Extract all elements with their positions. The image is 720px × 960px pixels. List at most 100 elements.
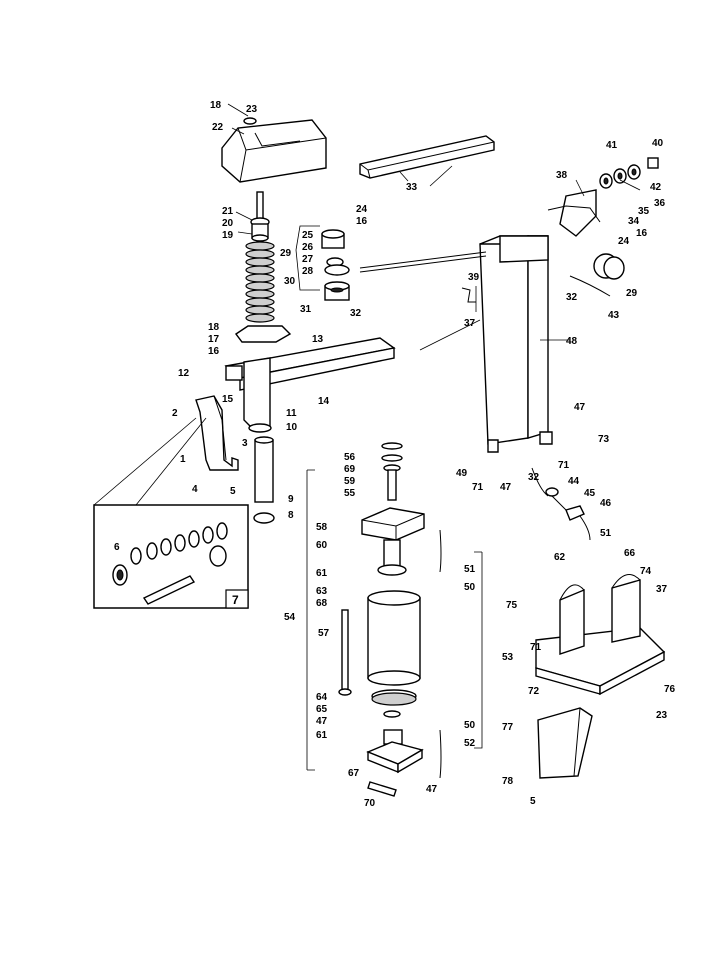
callout-47: 47 — [500, 482, 512, 493]
callout-17: 17 — [208, 334, 220, 345]
callout-37: 37 — [464, 318, 476, 329]
callout-48: 48 — [566, 336, 578, 347]
guard-part — [537, 707, 593, 779]
callout-23: 23 — [246, 104, 258, 115]
callout-16: 16 — [356, 216, 368, 227]
callout-27: 27 — [302, 254, 314, 265]
bolt-part — [367, 781, 397, 797]
callout-28: 28 — [302, 266, 314, 277]
callout-26: 26 — [302, 242, 314, 253]
callout-66: 66 — [624, 548, 636, 559]
callout-57: 57 — [318, 628, 330, 639]
top-right-bracket-part — [547, 189, 601, 237]
callout-9: 9 — [288, 494, 294, 505]
callout-21: 21 — [222, 206, 234, 217]
callout-8: 8 — [288, 510, 294, 521]
callout-38: 38 — [556, 170, 568, 181]
callout-15: 15 — [222, 394, 234, 405]
callout-29: 29 — [626, 288, 638, 299]
callout-71: 71 — [558, 460, 570, 471]
callout-22: 22 — [212, 122, 224, 133]
callout-56: 56 — [344, 452, 356, 463]
lower-shaft-part — [253, 436, 275, 524]
bracket-line-54 — [306, 469, 315, 771]
callout-75: 75 — [506, 600, 518, 611]
callout-50: 50 — [464, 582, 476, 593]
callout-74: 74 — [640, 566, 652, 577]
callout-36: 36 — [654, 198, 666, 209]
callout-43: 43 — [608, 310, 620, 321]
callout-24: 24 — [618, 236, 630, 247]
cable-rod — [359, 251, 487, 269]
hose-upper — [439, 529, 442, 573]
callout-40: 40 — [652, 138, 664, 149]
callout-62: 62 — [554, 552, 566, 563]
callout-3: 3 — [242, 438, 248, 449]
callout-77: 77 — [502, 722, 514, 733]
base-plate-part — [535, 574, 666, 696]
callout-11: 11 — [286, 408, 297, 419]
hook-part — [461, 287, 476, 303]
callout-32: 32 — [350, 308, 362, 319]
callout-5: 5 — [230, 486, 236, 497]
callout-64: 64 — [316, 692, 328, 703]
callout-2: 2 — [172, 408, 178, 419]
callout-68: 68 — [316, 598, 328, 609]
hose-assembly — [531, 467, 591, 541]
main-arm-part — [224, 337, 396, 433]
callout-45: 45 — [584, 488, 596, 499]
callout-71: 71 — [472, 482, 484, 493]
callout-60: 60 — [316, 540, 328, 551]
vertical-column-part — [479, 235, 553, 453]
callout-47: 47 — [316, 716, 328, 727]
callout-65: 65 — [316, 704, 328, 715]
callout-61: 61 — [316, 730, 328, 741]
callout-24: 24 — [356, 204, 368, 215]
callout-72: 72 — [528, 686, 540, 697]
inset-bolt — [142, 575, 196, 605]
bracket-line-53 — [474, 551, 483, 749]
callout-20: 20 — [222, 218, 234, 229]
callout-39: 39 — [468, 272, 480, 283]
callout-12: 12 — [178, 368, 190, 379]
callout-30: 30 — [284, 276, 296, 287]
callout-50: 50 — [464, 720, 476, 731]
callout-44: 44 — [568, 476, 580, 487]
callout-51: 51 — [464, 564, 476, 575]
callout-70: 70 — [364, 798, 376, 809]
callout-61: 61 — [316, 568, 328, 579]
callout-51: 51 — [600, 528, 612, 539]
callout-59: 59 — [344, 476, 356, 487]
callout-47: 47 — [574, 402, 586, 413]
callout-63: 63 — [316, 586, 328, 597]
callout-76: 76 — [664, 684, 676, 695]
callout-71: 71 — [530, 642, 542, 653]
leader-lines — [227, 103, 641, 351]
callout-49: 49 — [456, 468, 468, 479]
callout-42: 42 — [650, 182, 662, 193]
callout-37: 37 — [656, 584, 668, 595]
callout-35: 35 — [638, 206, 650, 217]
roller-part — [569, 253, 625, 297]
callout-23: 23 — [656, 710, 668, 721]
callout-4: 4 — [192, 484, 198, 495]
callout-47: 47 — [426, 784, 438, 795]
callout-69: 69 — [344, 464, 356, 475]
callout-52: 52 — [464, 738, 476, 749]
callout-5: 5 — [530, 796, 536, 807]
callout-19: 19 — [222, 230, 234, 241]
arm-rail-part — [359, 135, 495, 179]
cylinder-assembly — [361, 442, 425, 774]
inset-detail-box — [93, 417, 249, 609]
callout-29: 29 — [280, 248, 292, 259]
callout-54: 54 — [284, 612, 296, 623]
inset-spring-washers — [130, 522, 228, 565]
callout-16: 16 — [636, 228, 648, 239]
callout-10: 10 — [286, 422, 298, 433]
inset-label: 7 — [232, 593, 239, 607]
callout-78: 78 — [502, 776, 514, 787]
callout-34: 34 — [628, 216, 640, 227]
callout-32: 32 — [528, 472, 540, 483]
callout-55: 55 — [344, 488, 356, 499]
